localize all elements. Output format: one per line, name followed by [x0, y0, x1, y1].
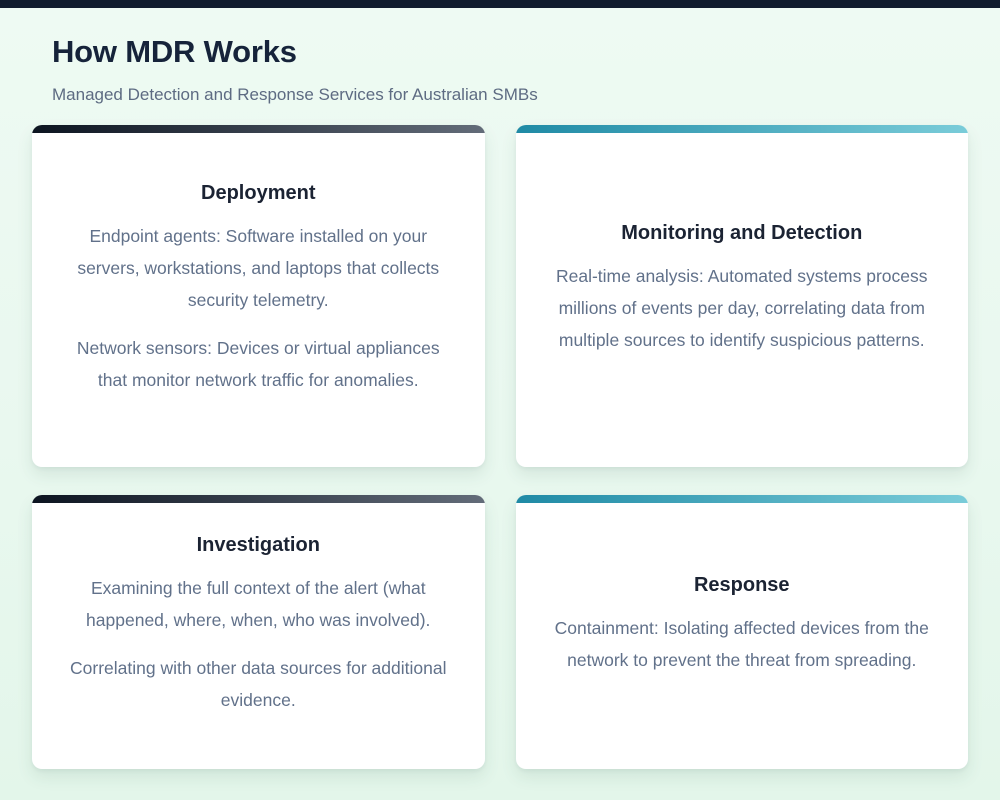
- page-header: How MDR Works Managed Detection and Resp…: [0, 8, 1000, 106]
- card-accent-bar: [515, 495, 968, 503]
- card-paragraph: Correlating with other data sources for …: [70, 658, 447, 710]
- card-deployment: Deployment Endpoint agents: Software ins…: [32, 125, 485, 467]
- card-paragraph: Network sensors: Devices or virtual appl…: [76, 338, 440, 390]
- card-investigation: Investigation Examining the full context…: [32, 495, 485, 769]
- card-paragraph: Examining the full context of the alert …: [86, 578, 431, 630]
- card-accent-bar: [32, 125, 485, 133]
- card-accent-bar: [32, 495, 485, 503]
- card-accent-bar: [515, 125, 968, 133]
- card-title: Deployment: [201, 182, 316, 204]
- cards-grid: Deployment Endpoint agents: Software ins…: [32, 125, 968, 769]
- card-title: Investigation: [196, 534, 320, 556]
- top-accent-bar: [0, 0, 1000, 8]
- card-paragraph: Endpoint agents: Software installed on y…: [77, 226, 440, 310]
- page-subtitle: Managed Detection and Response Services …: [52, 85, 538, 104]
- card-title: Monitoring and Detection: [621, 222, 863, 244]
- card-paragraph: Containment: Isolating affected devices …: [554, 618, 929, 670]
- card-monitoring-and-detection: Monitoring and Detection Real-time analy…: [515, 125, 968, 467]
- card-paragraph: Real-time analysis: Automated systems pr…: [555, 266, 928, 350]
- page-title: How MDR Works: [52, 34, 297, 69]
- card-response: Response Containment: Isolating affected…: [515, 495, 968, 769]
- card-title: Response: [693, 574, 790, 596]
